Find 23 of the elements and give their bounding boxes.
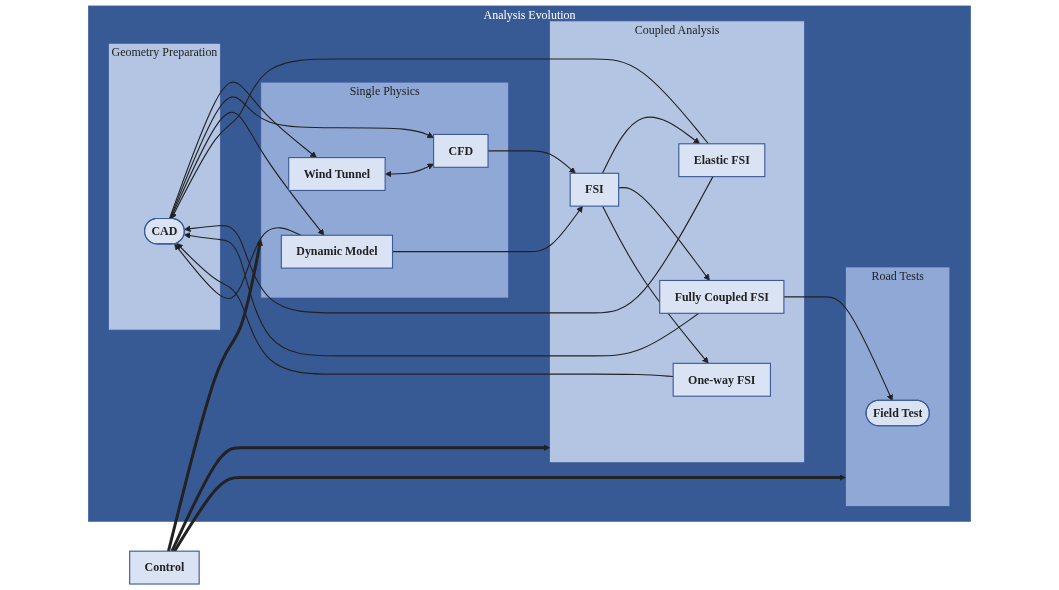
arrow bbox=[176, 243, 674, 378]
arrow bbox=[170, 111, 325, 236]
node-box: Elastic FSI bbox=[678, 143, 766, 178]
node-box: Dynamic Model bbox=[280, 234, 394, 269]
node-box: Wind Tunnel bbox=[288, 157, 386, 191]
arrow bbox=[601, 116, 701, 174]
arrow bbox=[618, 187, 710, 281]
node-box: FSI bbox=[569, 172, 620, 207]
arrow bbox=[174, 227, 302, 300]
node-box: Control bbox=[129, 550, 200, 585]
arrow bbox=[184, 176, 714, 314]
node-box: Fully Coupled FSI bbox=[659, 279, 785, 314]
arrow bbox=[168, 81, 317, 220]
arrow bbox=[602, 205, 709, 364]
arrow bbox=[783, 296, 893, 401]
arrow bbox=[170, 444, 550, 552]
node-box: CFD bbox=[433, 133, 489, 168]
arrow bbox=[385, 163, 434, 178]
arrow bbox=[171, 58, 709, 220]
node-box: One-way FSI bbox=[672, 362, 771, 397]
arrow bbox=[169, 96, 434, 220]
arrow bbox=[167, 239, 263, 552]
arrow bbox=[173, 474, 846, 552]
